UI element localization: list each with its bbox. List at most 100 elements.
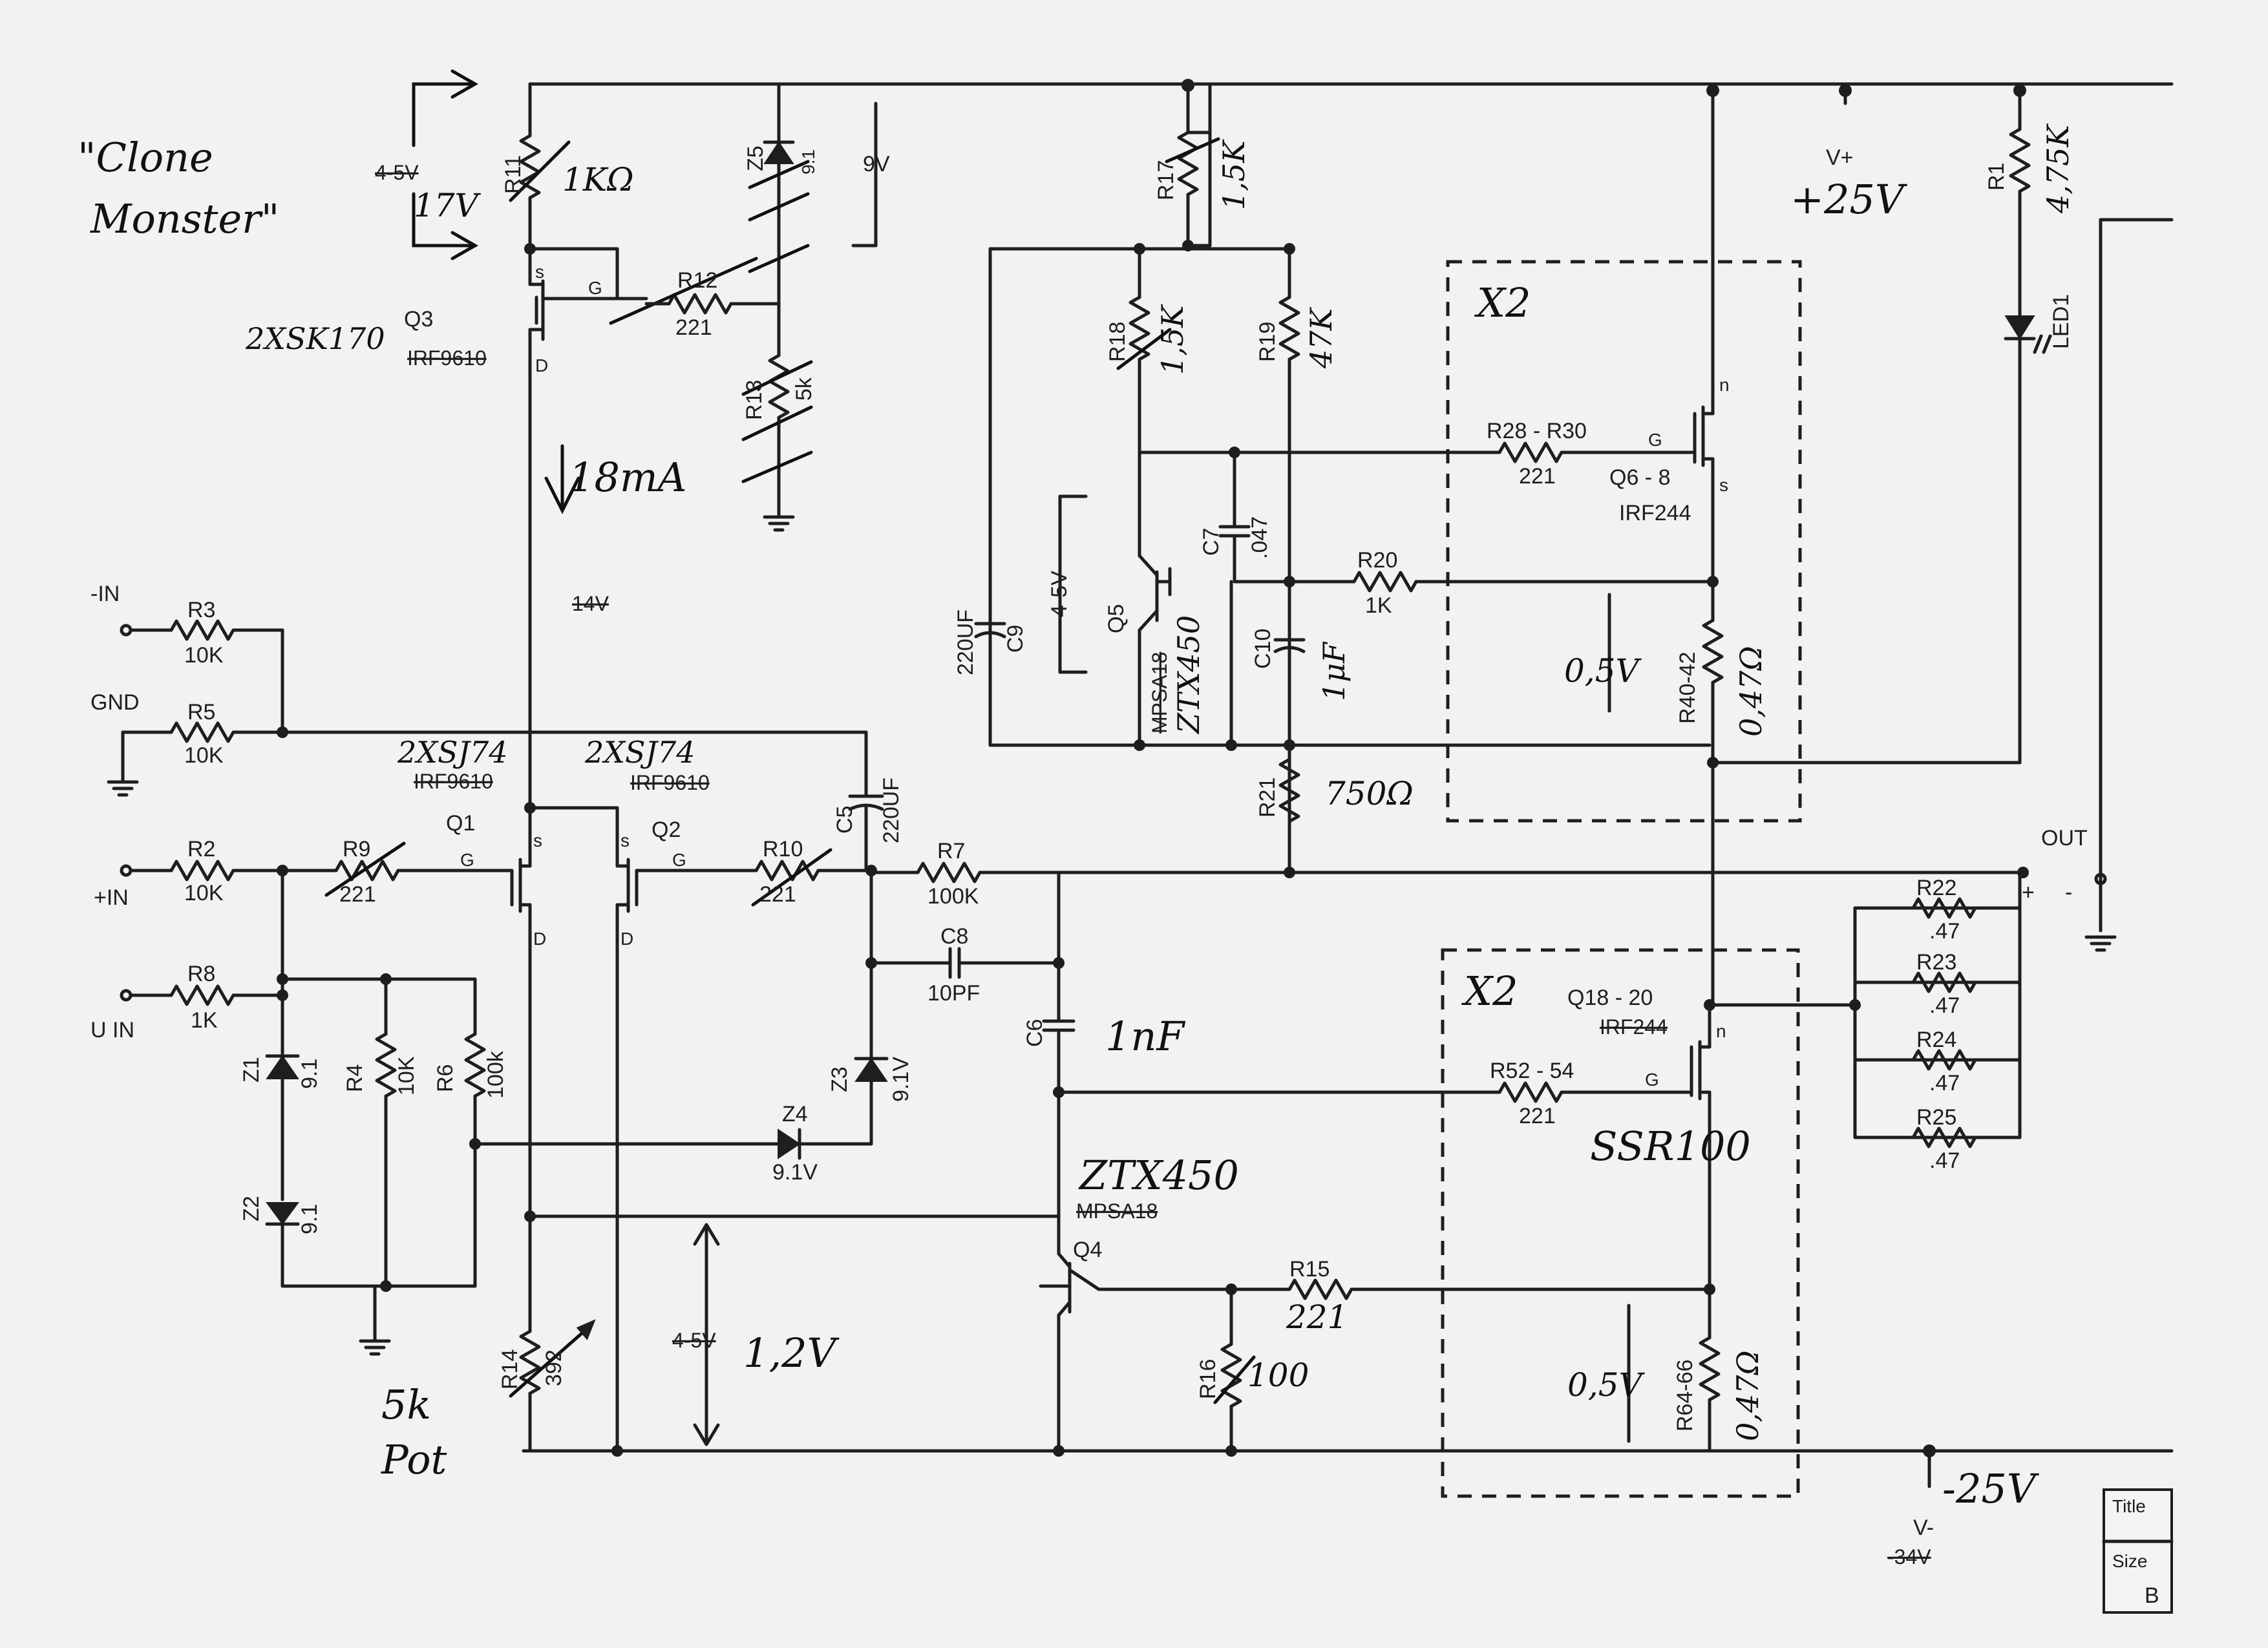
q18-20-part: SSR100 bbox=[1590, 1123, 1751, 1170]
q1-pin-d: D bbox=[533, 929, 546, 949]
note-neg-supply: -25V bbox=[1942, 1465, 2040, 1512]
r28-30-value: 221 bbox=[1519, 464, 1556, 489]
r52-54-ref: R52 - 54 bbox=[1490, 1059, 1574, 1083]
z4-ref: Z4 bbox=[782, 1102, 808, 1126]
c7-ref: C7 bbox=[1199, 528, 1224, 556]
q3-pin-d: D bbox=[535, 355, 548, 375]
r16-value: 100 bbox=[1247, 1357, 1309, 1394]
power-rails bbox=[522, 79, 2174, 1488]
label-out-minus: - bbox=[2065, 880, 2072, 905]
c6-value: 1nF bbox=[1105, 1013, 1185, 1060]
r9-ref: R9 bbox=[343, 837, 370, 861]
c9-value: 220UF bbox=[953, 609, 978, 675]
q3-ref: Q3 bbox=[404, 307, 433, 332]
r3-value: 10K bbox=[184, 643, 224, 668]
c8-ref: C8 bbox=[940, 924, 968, 949]
note-title-line1: "Clone bbox=[78, 134, 213, 181]
r23-value: .47 bbox=[1929, 993, 1960, 1018]
q1-part: 2XSJ74 bbox=[397, 735, 508, 770]
r40-42-ref: R40-42 bbox=[1675, 651, 1700, 724]
note-top-bias: 0,5V bbox=[1564, 652, 1642, 690]
z1-value: 9.1 bbox=[297, 1059, 322, 1089]
r28-30-ref: R28 - R30 bbox=[1487, 419, 1587, 443]
q2-pin-s: s bbox=[620, 830, 630, 850]
r22-ref: R22 bbox=[1916, 876, 1956, 900]
r52-54-value: 221 bbox=[1519, 1104, 1556, 1128]
r2-ref: R2 bbox=[187, 837, 215, 861]
q6-pin-g: G bbox=[1648, 430, 1662, 450]
r6-ref: R6 bbox=[433, 1064, 458, 1092]
q1-pin-g: G bbox=[460, 850, 474, 870]
q1-pin-s: s bbox=[533, 830, 542, 850]
r13-ref: R13 bbox=[742, 380, 767, 420]
c5-ref: C5 bbox=[832, 806, 857, 834]
note-v11-orig: 4-5V bbox=[375, 161, 419, 184]
r9-value: 221 bbox=[339, 882, 376, 907]
c6-ref: C6 bbox=[1023, 1019, 1047, 1047]
q6-8-ref: Q6 - 8 bbox=[1609, 465, 1670, 490]
note-supply: +25V bbox=[1790, 176, 1908, 223]
r17-ref: R17 bbox=[1154, 160, 1178, 200]
r8-ref: R8 bbox=[187, 962, 215, 986]
r10-value: 221 bbox=[759, 882, 796, 907]
r11-value: 1KΩ bbox=[562, 161, 634, 198]
label-u-in: U IN bbox=[90, 1018, 134, 1042]
r5-value: 10K bbox=[184, 743, 224, 768]
title-block-size: Size bbox=[2112, 1551, 2147, 1571]
q18-pin-g: G bbox=[1645, 1070, 1659, 1090]
r64-66-ref: R64-66 bbox=[1673, 1359, 1697, 1431]
z5-value: 9.1 bbox=[798, 149, 818, 174]
r40-42-value: 0,47Ω bbox=[1733, 646, 1768, 737]
q6-pin-s: s bbox=[1719, 475, 1728, 495]
note-neg-supply-orig: -34V bbox=[1887, 1545, 1931, 1569]
r4-ref: R4 bbox=[343, 1064, 367, 1092]
q2-ref: Q2 bbox=[652, 818, 681, 842]
r25-value: .47 bbox=[1929, 1148, 1960, 1173]
r13-value: 5k bbox=[792, 377, 816, 401]
label-gnd: GND bbox=[90, 690, 140, 715]
note-pot-line2: Pot bbox=[381, 1436, 447, 1483]
z3-value: 9.1V bbox=[889, 1057, 913, 1102]
c7-value: .047 bbox=[1247, 516, 1272, 559]
z1-ref: Z1 bbox=[239, 1057, 264, 1083]
r14-value: 392 bbox=[542, 1349, 566, 1386]
q4-ref: Q4 bbox=[1073, 1238, 1102, 1262]
note-title-line2: Monster" bbox=[90, 195, 279, 242]
label-out-plus: + bbox=[2022, 880, 2035, 905]
c10-ref: C10 bbox=[1251, 629, 1275, 669]
q4-orig: MPSA18 bbox=[1076, 1199, 1158, 1223]
r20-ref: R20 bbox=[1357, 548, 1397, 573]
r18-ref: R18 bbox=[1105, 322, 1130, 362]
note-v11-new: 17V bbox=[414, 187, 482, 224]
label-v-minus: V- bbox=[1913, 1516, 1934, 1540]
note-q5-voltage: 4-5V bbox=[1047, 571, 1072, 617]
r21-ref: R21 bbox=[1255, 777, 1280, 818]
q18-20-ref: Q18 - 20 bbox=[1567, 986, 1653, 1010]
label-out: OUT bbox=[2041, 826, 2088, 850]
title-block: Title Size B bbox=[2102, 1488, 2174, 1614]
r22-value: .47 bbox=[1929, 919, 1960, 944]
r7-ref: R7 bbox=[937, 839, 965, 863]
r7-value: 100K bbox=[927, 884, 979, 909]
label-x2-top: X2 bbox=[1474, 279, 1531, 326]
r2-value: 10K bbox=[184, 881, 224, 905]
z2-value: 9.1 bbox=[297, 1204, 322, 1234]
q3-orig: IRF9610 bbox=[407, 346, 487, 370]
label-in-plus: +IN bbox=[94, 885, 129, 910]
note-bottom-bias: 0,5V bbox=[1567, 1366, 1646, 1404]
q1-orig: IRF9610 bbox=[414, 770, 493, 793]
q5-orig: MPSA18 bbox=[1148, 652, 1171, 734]
q2-orig: IRF9610 bbox=[630, 771, 710, 794]
z5-ref: Z5 bbox=[743, 145, 768, 171]
label-in-minus: -IN bbox=[90, 582, 120, 606]
output-stage bbox=[1441, 89, 2174, 1498]
r1-ref: R1 bbox=[1984, 163, 2009, 191]
r64-66-value: 0,47Ω bbox=[1730, 1350, 1765, 1441]
q18-pin-n: n bbox=[1716, 1021, 1726, 1041]
handwritten-notes: "Clone Monster" +25V -25V -34V 4-5V 17V … bbox=[78, 134, 2040, 1569]
net-labels: V+ V- OUT -IN GND +IN U IN + - X2 X2 bbox=[90, 145, 2088, 1540]
q18-20-orig: IRF244 bbox=[1600, 1015, 1668, 1039]
note-vr14-new: 1,2V bbox=[743, 1329, 840, 1377]
r10-ref: R10 bbox=[763, 837, 803, 861]
